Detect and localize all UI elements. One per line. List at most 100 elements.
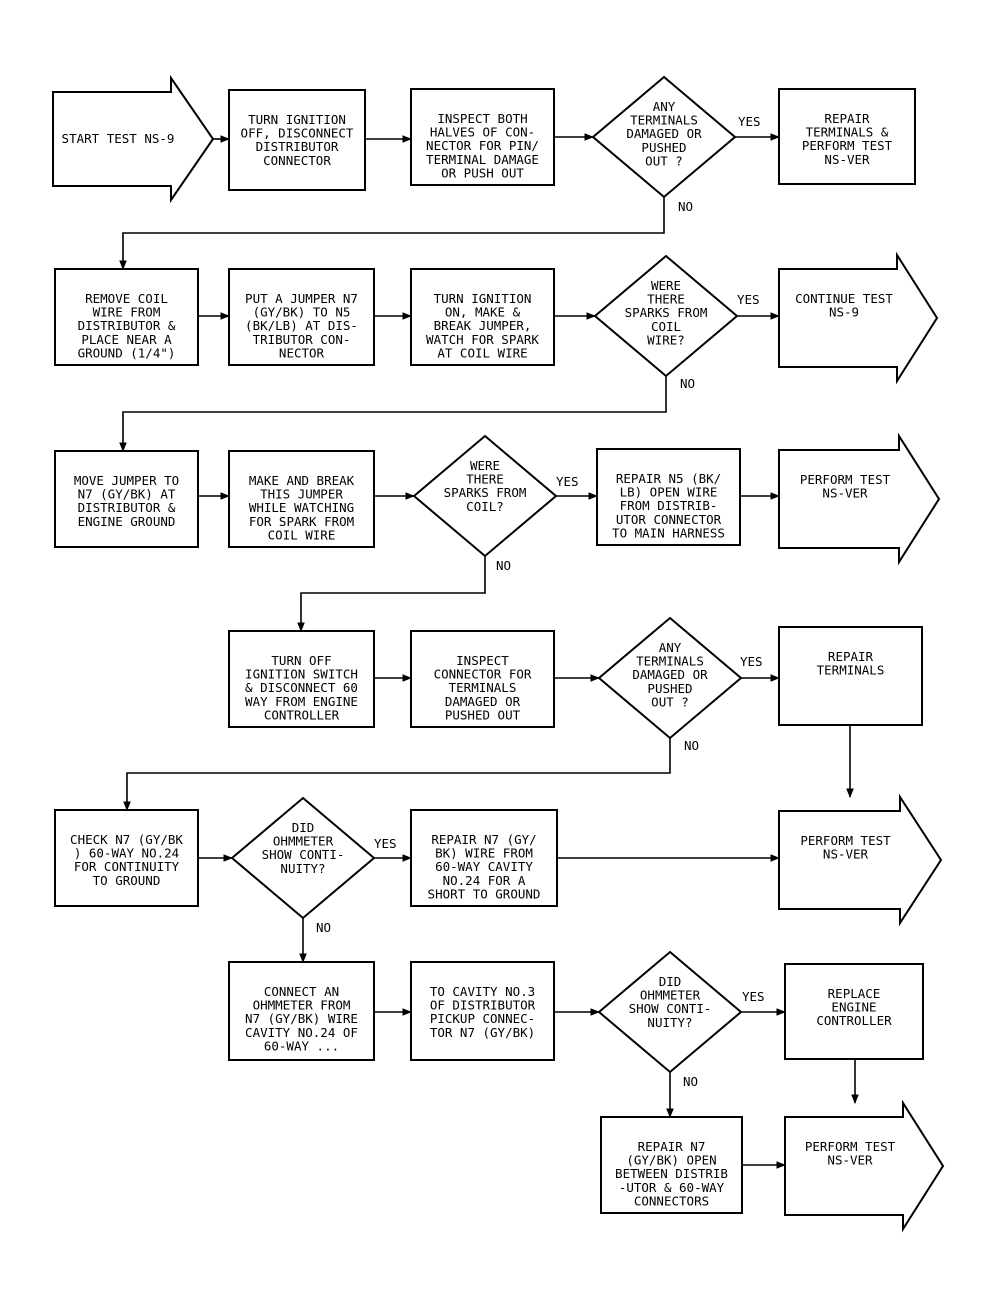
process-box [228, 961, 375, 1061]
node-text: TERMINALS [817, 663, 885, 678]
node-text: TERMINALS & [806, 125, 889, 140]
node-text: CAVITY NO.24 OF [245, 1025, 358, 1040]
node-text: PUSHED [647, 681, 692, 696]
node-text: AT COIL WIRE [437, 345, 527, 360]
node-text: TRIBUTOR CON- [253, 332, 351, 347]
decision-diamond [593, 254, 739, 378]
connector [123, 738, 671, 811]
node-text: TURN IGNITION [248, 112, 346, 127]
node-text: THERE [466, 472, 504, 487]
node-text: -UTOR & 60-WAY [619, 1180, 725, 1195]
no-label: NO [496, 558, 511, 573]
node-text: NO.24 FOR A [443, 873, 526, 888]
node-text: PLACE NEAR A [81, 332, 172, 347]
node-text: SHORT TO GROUND [428, 886, 541, 901]
node-text: DAMAGED OR [445, 694, 521, 709]
node-text: ON, MAKE & [445, 305, 521, 320]
process-box [228, 268, 375, 366]
node-text: UTOR CONNECTOR [616, 512, 722, 527]
node-text: CHECK N7 (GY/BK [70, 832, 183, 847]
node-text: & DISCONNECT 60 [245, 680, 358, 695]
node-text: DISTRIBUTOR & [78, 318, 176, 333]
node-text: REPAIR N7 [638, 1139, 706, 1154]
node-text: FOR SPARK FROM [249, 514, 354, 529]
yes-label: YES [737, 292, 760, 307]
node-text: LB) OPEN WIRE [620, 485, 718, 500]
decision-diamond [597, 950, 743, 1074]
node-text: DISTRIBUTOR [256, 139, 339, 154]
node-text: HALVES OF CON- [430, 125, 535, 140]
node-text: TOR N7 (GY/BK) [430, 1025, 535, 1040]
process-box [600, 1116, 743, 1214]
yes-label: YES [738, 114, 761, 129]
node-text: PICKUP CONNEC- [430, 1011, 535, 1026]
process-box [784, 963, 924, 1060]
node-text: ANY [659, 640, 682, 655]
process-box [410, 268, 555, 366]
process-box [410, 809, 558, 907]
process-box [228, 630, 375, 728]
node-text: REPLACE [828, 986, 881, 1001]
node-text: COIL [651, 319, 681, 334]
node-text: WAY FROM ENGINE [245, 694, 358, 709]
node-text: WIRE FROM [93, 305, 161, 320]
node-text: REPAIR [828, 649, 874, 664]
node-text: REMOVE COIL [85, 291, 168, 306]
node-text: CONNECTORS [634, 1193, 709, 1208]
node-text: NS-VER [824, 152, 870, 167]
node-text: TERMINALS [449, 680, 517, 695]
node-text: SHOW CONTI- [262, 847, 345, 862]
terminal-arrow [778, 251, 939, 385]
node-text: MAKE AND BREAK [249, 473, 355, 488]
no-label: NO [684, 738, 699, 753]
node-text: NUITY? [280, 861, 325, 876]
no-label: NO [683, 1074, 698, 1089]
node-text: NUITY? [647, 1015, 692, 1030]
node-text: ENGINE GROUND [78, 514, 176, 529]
process-box [54, 809, 199, 907]
node-text: NS-9 [829, 305, 859, 320]
node-text: BREAK JUMPER, [434, 318, 532, 333]
node-text: TURN IGNITION [434, 291, 532, 306]
node-text: NS-VER [822, 486, 868, 501]
node-text: OR PUSH OUT [441, 165, 524, 180]
node-text: ANY [653, 99, 676, 114]
terminal-arrow [778, 793, 943, 927]
node-text: WATCH FOR SPARK [426, 332, 539, 347]
node-text: ) 60-WAY NO.24 [74, 846, 179, 861]
node-text: REPAIR N7 (GY/ [431, 832, 536, 847]
node-r2b2: PUT A JUMPER N7(GY/BK) TO N5(BK/LB) AT D… [228, 268, 375, 366]
process-box [228, 450, 375, 548]
node-text: FOR CONTINUITY [74, 859, 180, 874]
yes-label: YES [556, 474, 579, 489]
node-text: DAMAGED OR [626, 126, 702, 141]
no-label: NO [680, 376, 695, 391]
node-text: PERFORM TEST [800, 472, 891, 487]
node-text: PUSHED OUT [445, 707, 521, 722]
node-text: CONNECT AN [264, 984, 339, 999]
no-label: NO [316, 920, 331, 935]
node-text: NECTOR FOR PIN/ [426, 138, 539, 153]
process-box [410, 88, 555, 186]
node-text: COIL WIRE [268, 527, 336, 542]
node-text: SPARKS FROM [625, 305, 708, 320]
